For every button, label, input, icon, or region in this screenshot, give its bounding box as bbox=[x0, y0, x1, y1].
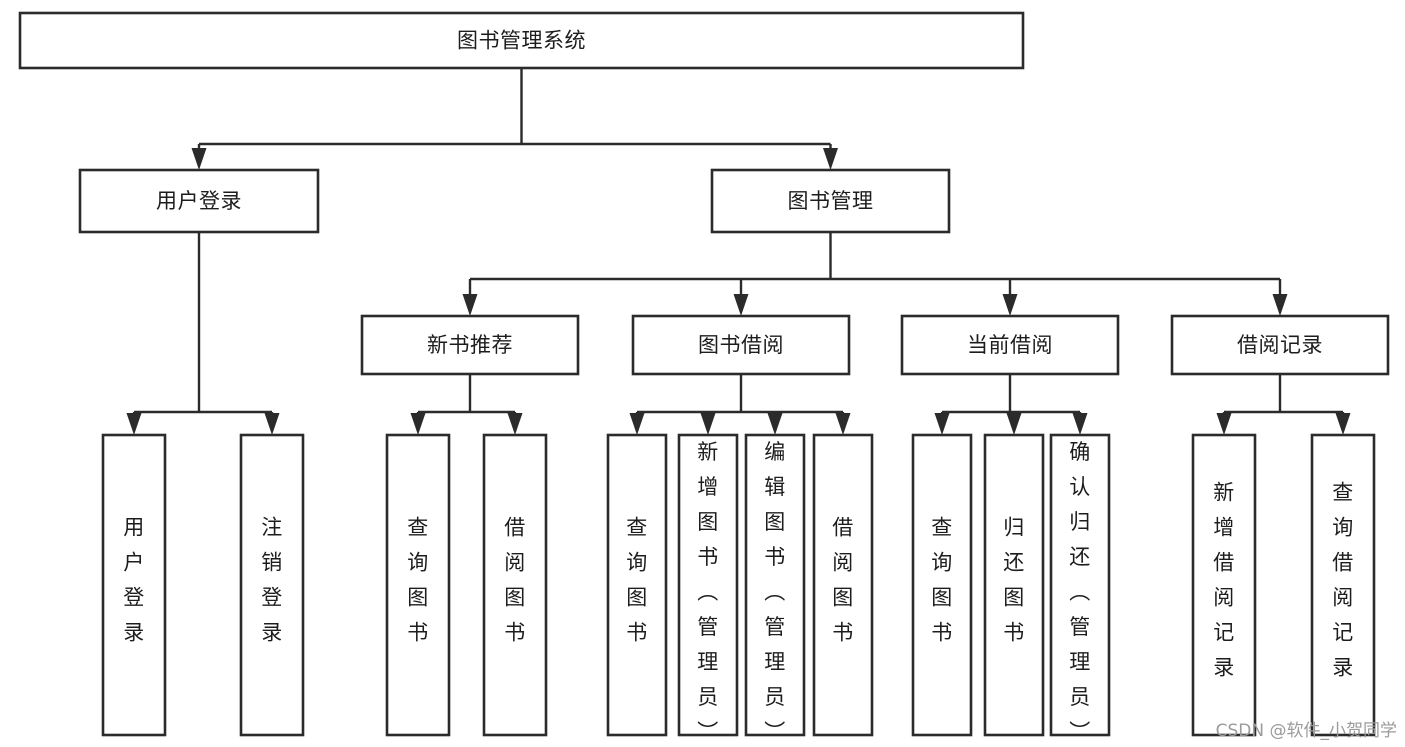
node-user-login[interactable]: 用户登录 bbox=[78, 168, 320, 234]
node-label-leaf-borrow-book-recommend: 借阅图书 bbox=[504, 516, 526, 645]
node-box-leaf-query-borrow-record[interactable] bbox=[1310, 433, 1376, 737]
node-box-leaf-user-login[interactable] bbox=[101, 433, 167, 737]
node-box-new-book-recommend[interactable] bbox=[360, 314, 580, 376]
node-leaf-borrow-book[interactable]: 借阅图书 bbox=[812, 433, 874, 737]
node-label-leaf-user-login: 用户登录 bbox=[123, 516, 145, 645]
node-label-book-management: 图书管理 bbox=[788, 189, 874, 213]
node-label-borrow-records: 借阅记录 bbox=[1237, 333, 1323, 357]
node-box-leaf-add-borrow-record[interactable] bbox=[1191, 433, 1257, 737]
node-label-leaf-query-book-borrow: 查询图书 bbox=[626, 516, 648, 645]
node-label-leaf-query-borrow-record: 查询借阅记录 bbox=[1332, 481, 1354, 680]
node-label-current-borrow: 当前借阅 bbox=[967, 333, 1053, 357]
node-box-leaf-borrow-book[interactable] bbox=[812, 433, 874, 737]
node-leaf-borrow-book-recommend[interactable]: 借阅图书 bbox=[482, 433, 548, 737]
node-box-leaf-query-book-current[interactable] bbox=[911, 433, 973, 737]
node-box-current-borrow[interactable] bbox=[900, 314, 1120, 376]
node-box-leaf-borrow-book-recommend[interactable] bbox=[482, 433, 548, 737]
node-label-leaf-add-borrow-record: 新增借阅记录 bbox=[1213, 481, 1235, 680]
node-box-user-login[interactable] bbox=[78, 168, 320, 234]
node-box-book-borrow[interactable] bbox=[631, 314, 851, 376]
node-leaf-return-book[interactable]: 归还图书 bbox=[983, 433, 1045, 737]
node-leaf-edit-book-admin[interactable]: 编辑图书︵管理员︶ bbox=[744, 433, 806, 744]
node-new-book-recommend[interactable]: 新书推荐 bbox=[360, 314, 580, 376]
node-label-leaf-user-logout: 注销登录 bbox=[261, 516, 283, 645]
node-root[interactable]: 图书管理系统 bbox=[18, 11, 1025, 70]
node-leaf-add-borrow-record[interactable]: 新增借阅记录 bbox=[1191, 433, 1257, 737]
node-leaf-user-logout[interactable]: 注销登录 bbox=[239, 433, 305, 737]
node-box-leaf-edit-book-admin[interactable] bbox=[744, 433, 806, 737]
nodes-layer: 图书管理系统用户登录图书管理新书推荐图书借阅当前借阅借阅记录用户登录注销登录查询… bbox=[18, 11, 1390, 744]
node-borrow-records[interactable]: 借阅记录 bbox=[1170, 314, 1390, 376]
node-label-leaf-add-book-admin: 新增图书︵管理员︶ bbox=[697, 440, 719, 744]
node-label-leaf-query-book-current: 查询图书 bbox=[931, 516, 953, 645]
node-box-borrow-records[interactable] bbox=[1170, 314, 1390, 376]
csdn-watermark: CSDN @软件_小贺同学 bbox=[1215, 721, 1397, 741]
node-leaf-query-book-current[interactable]: 查询图书 bbox=[911, 433, 973, 737]
node-box-root[interactable] bbox=[18, 11, 1025, 70]
node-label-leaf-return-book: 归还图书 bbox=[1003, 516, 1025, 645]
node-book-management[interactable]: 图书管理 bbox=[710, 168, 951, 234]
node-label-new-book-recommend: 新书推荐 bbox=[427, 333, 513, 357]
node-box-book-management[interactable] bbox=[710, 168, 951, 234]
node-label-leaf-edit-book-admin: 编辑图书︵管理员︶ bbox=[764, 440, 786, 744]
node-leaf-query-borrow-record[interactable]: 查询借阅记录 bbox=[1310, 433, 1376, 737]
node-box-leaf-query-book-recommend[interactable] bbox=[385, 433, 451, 737]
node-leaf-query-book-borrow[interactable]: 查询图书 bbox=[606, 433, 668, 737]
node-leaf-user-login[interactable]: 用户登录 bbox=[101, 433, 167, 737]
node-leaf-confirm-return-admin[interactable]: 确认归还︵管理员︶ bbox=[1049, 433, 1111, 744]
node-book-borrow[interactable]: 图书借阅 bbox=[631, 314, 851, 376]
node-leaf-add-book-admin[interactable]: 新增图书︵管理员︶ bbox=[677, 433, 739, 744]
node-current-borrow[interactable]: 当前借阅 bbox=[900, 314, 1120, 376]
node-label-leaf-borrow-book: 借阅图书 bbox=[832, 516, 854, 645]
connectors-layer bbox=[126, 68, 1351, 435]
node-box-leaf-user-logout[interactable] bbox=[239, 433, 305, 737]
node-box-leaf-add-book-admin[interactable] bbox=[677, 433, 739, 737]
node-label-leaf-confirm-return-admin: 确认归还︵管理员︶ bbox=[1069, 440, 1091, 744]
node-label-root: 图书管理系统 bbox=[457, 29, 586, 53]
node-label-user-login: 用户登录 bbox=[156, 189, 242, 213]
node-label-book-borrow: 图书借阅 bbox=[698, 333, 784, 357]
node-box-leaf-return-book[interactable] bbox=[983, 433, 1045, 737]
node-box-leaf-query-book-borrow[interactable] bbox=[606, 433, 668, 737]
node-box-leaf-confirm-return-admin[interactable] bbox=[1049, 433, 1111, 737]
node-leaf-query-book-recommend[interactable]: 查询图书 bbox=[385, 433, 451, 737]
node-label-leaf-query-book-recommend: 查询图书 bbox=[407, 516, 429, 645]
